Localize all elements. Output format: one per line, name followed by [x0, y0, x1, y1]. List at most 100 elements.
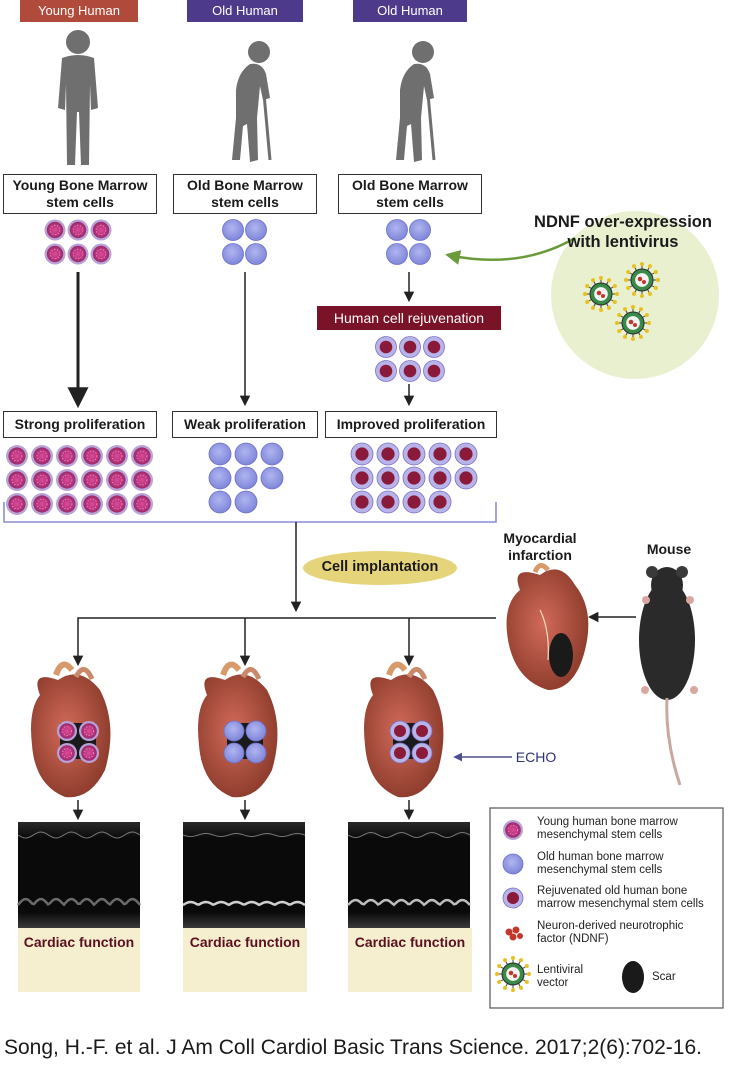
- old-cell: [223, 742, 245, 764]
- source-old1-line1: Old Bone Marrow: [187, 177, 303, 193]
- rejuv-cell: [402, 466, 426, 490]
- young-cell: [6, 469, 28, 491]
- legend-rejuv: Rejuvenated old human bone marrow mesenc…: [537, 885, 704, 911]
- cardiac-panel-3: Cardiac function: [348, 928, 472, 992]
- young-cell: [503, 820, 523, 840]
- rejuv-cell: [399, 336, 421, 358]
- old-cell: [245, 742, 267, 764]
- old-human-figure-2: [396, 41, 436, 162]
- young-cell: [56, 445, 78, 467]
- lentiviral-vector-icon: [615, 305, 651, 341]
- rejuv-cell: [350, 442, 374, 466]
- rejuv-cell: [376, 490, 400, 514]
- mouse-figure: [639, 566, 698, 786]
- rejuvenated-cell-cluster: [375, 336, 445, 382]
- rejuv-cell: [399, 360, 421, 382]
- tag-young-human: Young Human: [20, 0, 138, 22]
- old-cell: [222, 219, 244, 241]
- legend-vector-line2: vector: [537, 977, 569, 989]
- young-cell: [67, 243, 89, 265]
- old-cell: [234, 466, 258, 490]
- legend-box: [489, 807, 724, 1009]
- legend-old: Old human bone marrow mesenchymal stem c…: [537, 851, 664, 877]
- mi-line2: infarction: [508, 547, 572, 563]
- improved-proliferation-box: Improved proliferation: [325, 411, 497, 438]
- old-cell: [245, 243, 267, 265]
- strong-proliferation-box: Strong proliferation: [3, 411, 157, 438]
- rejuv-cell: [428, 442, 452, 466]
- treated-heart: [31, 661, 111, 798]
- rejuv-cell: [423, 360, 445, 382]
- rejuv-cell: [402, 490, 426, 514]
- old-cell: [222, 243, 244, 265]
- old-cell: [260, 442, 284, 466]
- ndnf-label: NDNF over-expression with lentivirus: [520, 212, 726, 252]
- legend-vector: Lentiviral vector: [537, 964, 583, 990]
- old-cell: [208, 466, 232, 490]
- old-cell: [260, 466, 284, 490]
- old-cell: [234, 490, 258, 514]
- young-cell: [67, 219, 89, 241]
- treated-heart: [198, 661, 278, 798]
- proliferated-cell-clusters: [6, 442, 478, 515]
- distribute-left: [72, 617, 496, 667]
- young-cell: [57, 743, 77, 763]
- rejuv-cell: [411, 742, 433, 764]
- cardiac-label-2: Cardiac function: [189, 934, 301, 950]
- infarcted-heart: [506, 563, 589, 690]
- treated-hearts: [31, 661, 444, 798]
- young-cell: [79, 743, 99, 763]
- young-cell: [44, 243, 66, 265]
- rejuv-cell: [389, 742, 411, 764]
- young-cell: [81, 469, 103, 491]
- young-cell: [44, 219, 66, 241]
- young-cell: [106, 445, 128, 467]
- mi-label: Myocardial infarction: [490, 530, 590, 564]
- tag-old-human-1: Old Human: [187, 0, 303, 22]
- rejuv-cell: [376, 442, 400, 466]
- source-box-young: Young Bone Marrow stem cells: [3, 174, 157, 214]
- implantation-oval: [303, 551, 457, 585]
- legend-young: Young human bone marrow mesenchymal stem…: [537, 816, 678, 842]
- young-cell: [6, 493, 28, 515]
- rejuv-cell: [454, 442, 478, 466]
- source-old2-line2: stem cells: [376, 194, 444, 210]
- rejuv-cell: [376, 466, 400, 490]
- legend-old-line1: Old human bone marrow: [537, 851, 664, 863]
- old-cell: [208, 442, 232, 466]
- old-cell: [234, 442, 258, 466]
- young-human-figure: [58, 30, 98, 165]
- echo-panel: [182, 822, 306, 928]
- cardiac-label-1: Cardiac function: [23, 934, 135, 950]
- weak-proliferation-box: Weak proliferation: [172, 411, 318, 438]
- young-cell: [31, 445, 53, 467]
- old-cell: [245, 720, 267, 742]
- scar-icon: [622, 961, 644, 993]
- young-cell: [131, 469, 153, 491]
- young-cell: [106, 469, 128, 491]
- young-cell: [31, 493, 53, 515]
- rejuvenation-tag: Human cell rejuvenation: [317, 306, 501, 330]
- old-cell: [502, 853, 524, 875]
- legend-icons: [495, 820, 644, 993]
- young-cell: [81, 493, 103, 515]
- young-cell: [56, 469, 78, 491]
- old-cell: [245, 219, 267, 241]
- source-young-line2: stem cells: [46, 194, 114, 210]
- young-cell: [57, 721, 77, 741]
- citation: Song, H.-F. et al. J Am Coll Cardiol Bas…: [4, 1036, 702, 1059]
- legend-ndnf: Neuron-derived neurotrophic factor (NDNF…: [537, 920, 683, 946]
- rejuv-cell: [350, 490, 374, 514]
- echo-panel: [17, 822, 141, 928]
- old-human-figure-1: [232, 41, 272, 162]
- initial-cell-clusters: [44, 219, 431, 265]
- ndnf-line1: NDNF over-expression: [534, 213, 712, 231]
- rejuv-cell: [402, 442, 426, 466]
- young-cell: [90, 243, 112, 265]
- young-cell: [6, 445, 28, 467]
- old-cell: [223, 720, 245, 742]
- legend-scar: Scar: [652, 971, 676, 983]
- mouse-label: Mouse: [646, 541, 692, 557]
- legend-rejuv-line2: marrow mesenchymal stem cells: [537, 898, 704, 910]
